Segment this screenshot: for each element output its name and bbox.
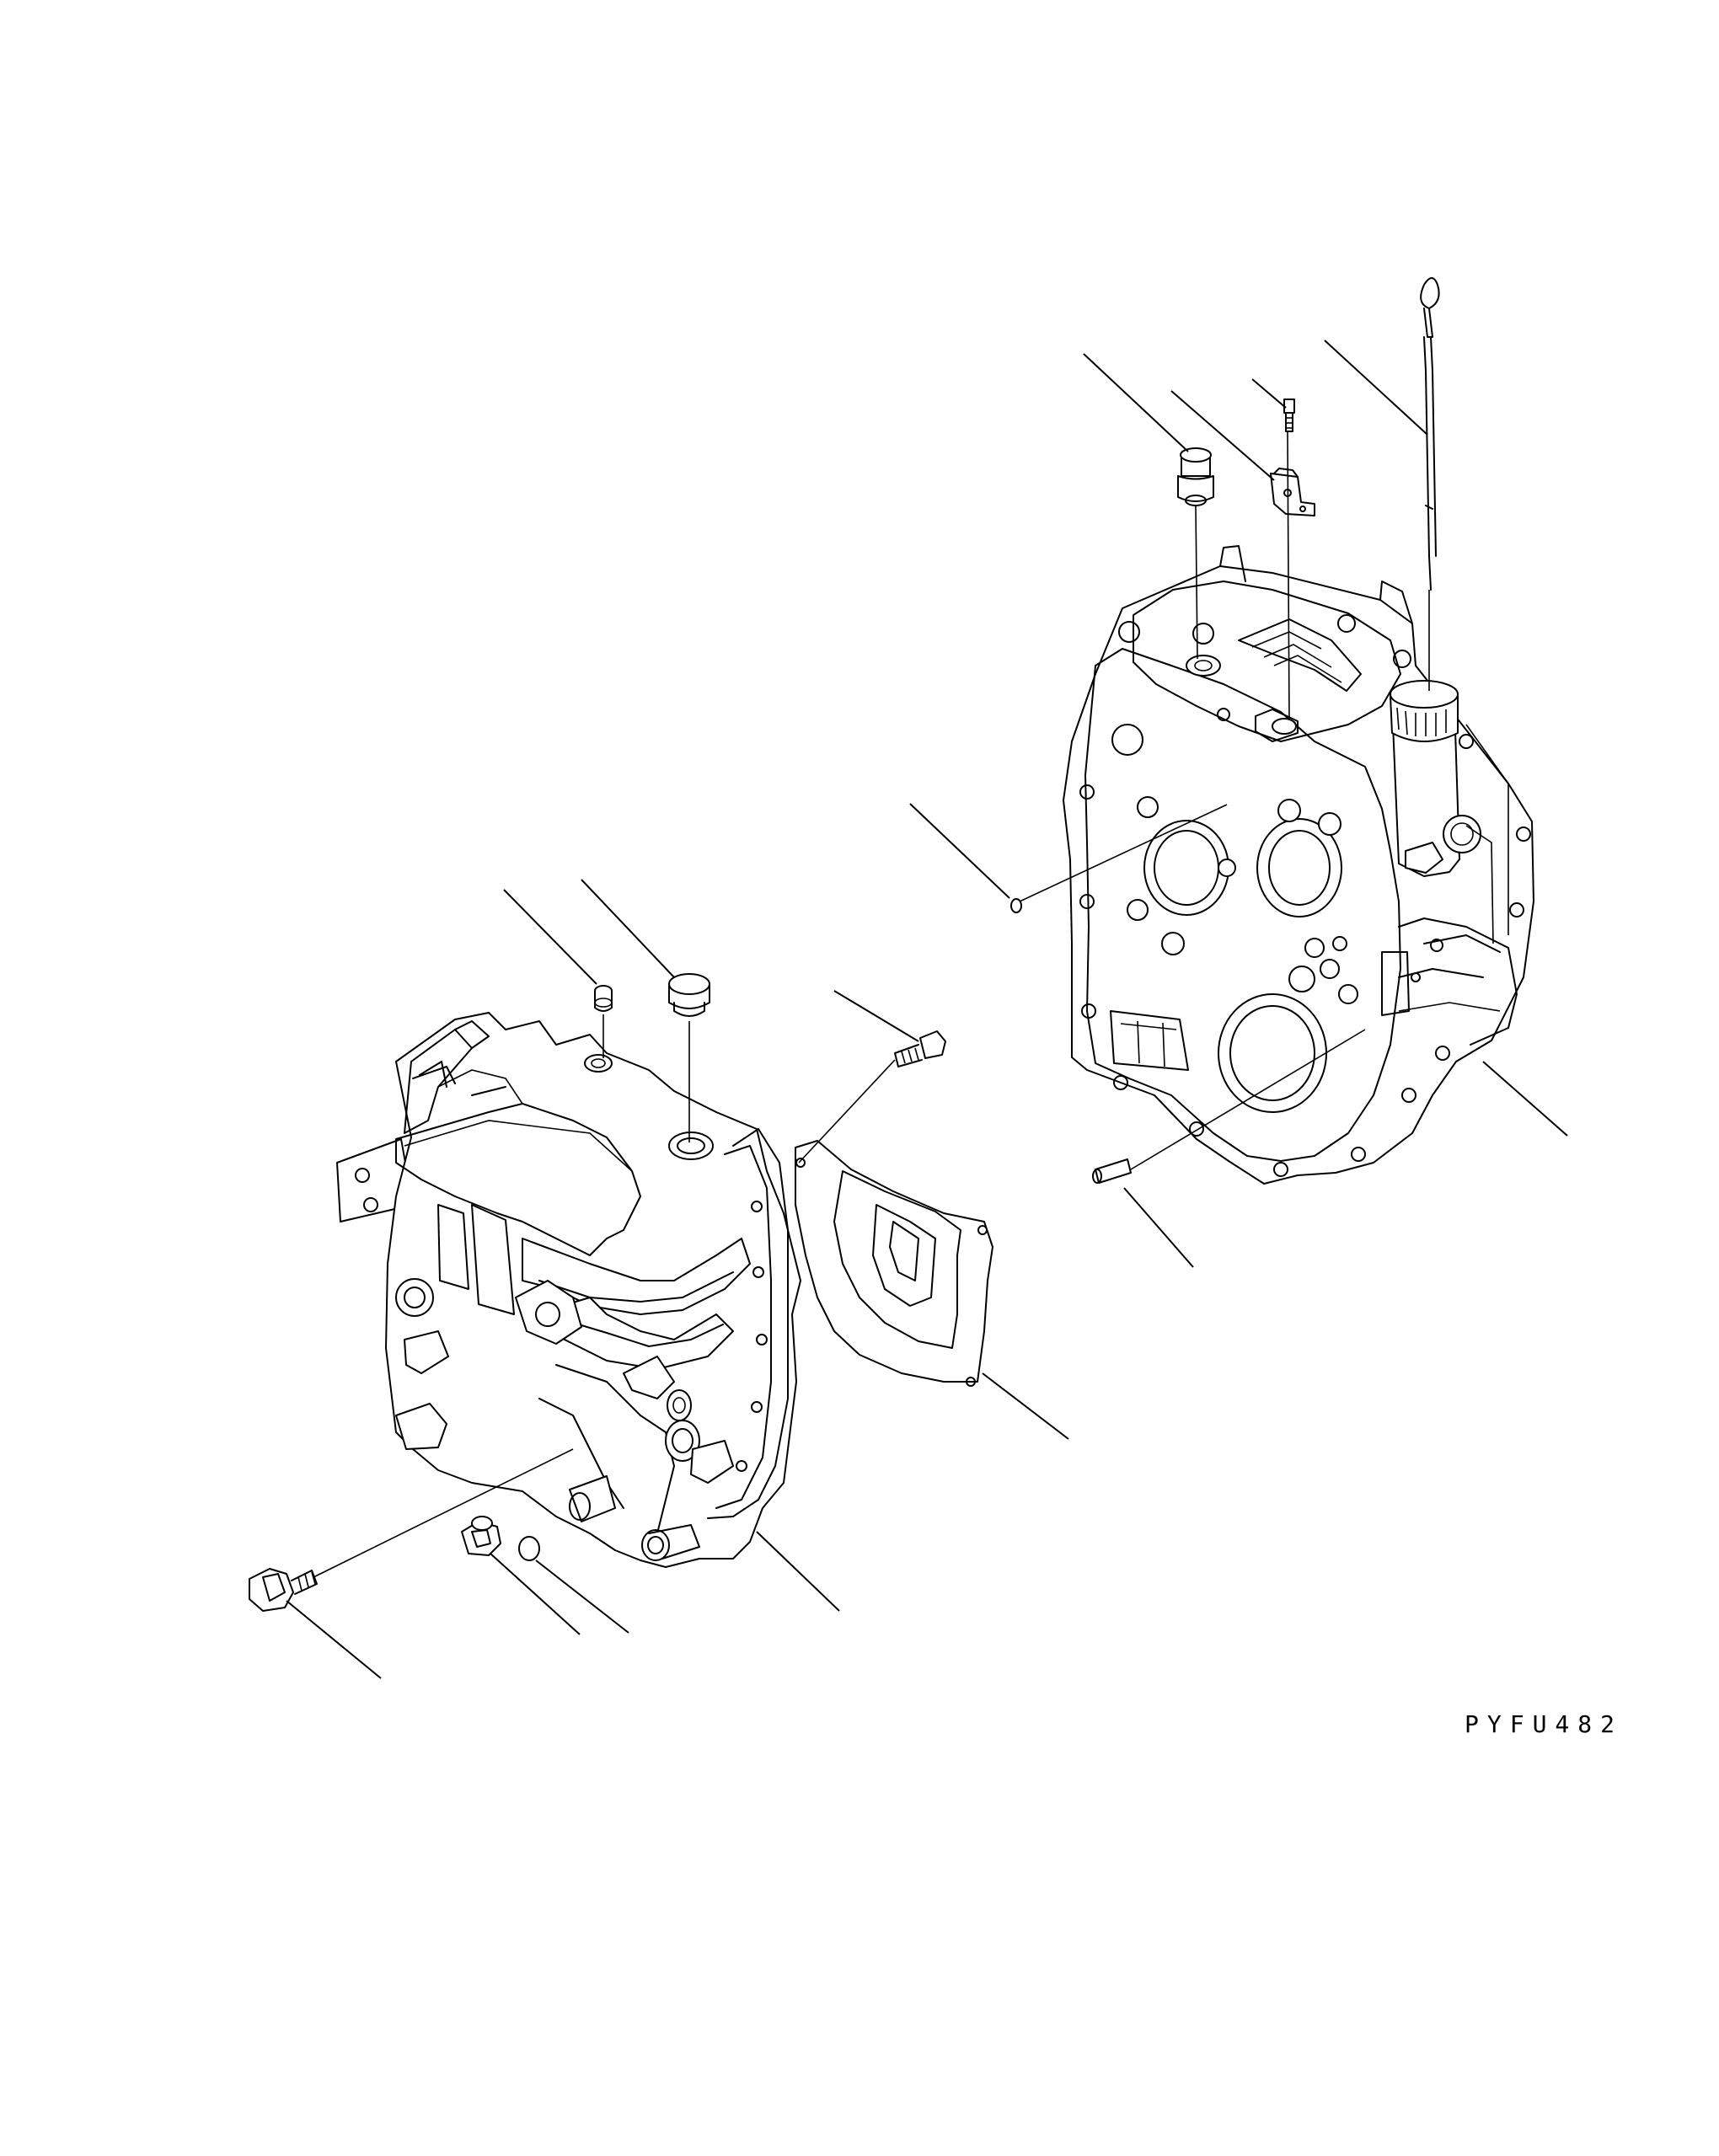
right-housing <box>1063 546 1534 1184</box>
breather-plug <box>595 986 612 1011</box>
small-pin <box>519 1537 539 1560</box>
figure-code: PYFU482 <box>1465 1710 1624 1738</box>
level-sensor <box>1178 448 1213 506</box>
gasket-plate <box>795 1141 993 1386</box>
plate-bolt <box>895 1031 945 1067</box>
dowel-pin <box>1093 1159 1131 1183</box>
long-bolt <box>249 1569 317 1611</box>
o-ring <box>1011 899 1021 912</box>
drain-plug <box>462 1517 501 1555</box>
cap-plug <box>669 974 710 1016</box>
dipstick <box>1421 278 1438 590</box>
left-housing <box>337 1013 801 1567</box>
leader-lines <box>286 340 1567 1678</box>
bracket-and-bolt <box>1271 399 1315 516</box>
